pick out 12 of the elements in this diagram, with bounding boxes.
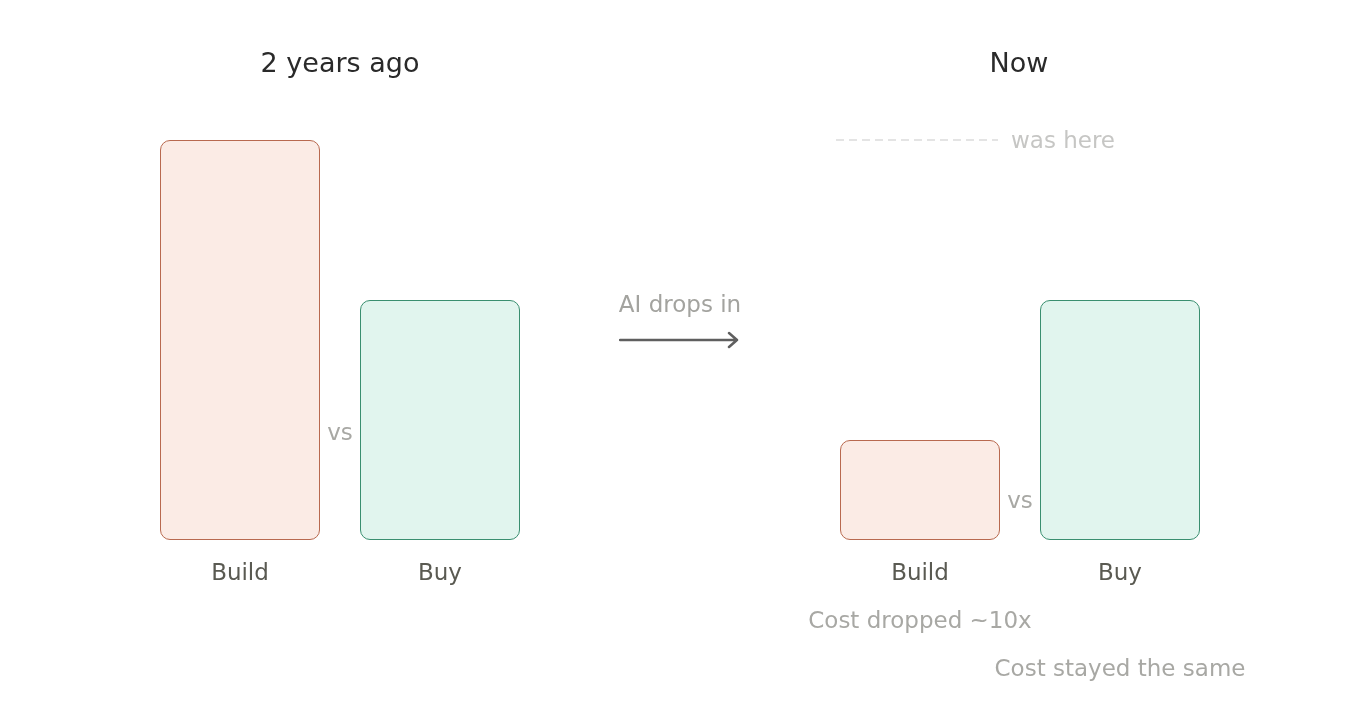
bar-label: Buy xyxy=(1098,560,1142,584)
arrow-label: AI drops in xyxy=(618,292,742,316)
panel-title: 2 years ago xyxy=(260,48,420,76)
bar-label: Build xyxy=(211,560,269,584)
vs-text: vs xyxy=(1007,488,1033,512)
bar-label: Build xyxy=(891,560,949,584)
bar-caption: Cost dropped ~10x xyxy=(808,608,1032,632)
bar-label: Buy xyxy=(418,560,462,584)
vs-text: vs xyxy=(327,420,353,444)
panel-title: Now xyxy=(989,48,1049,76)
cost-note: Cost stayed the same xyxy=(994,656,1246,680)
reference-label: was here xyxy=(1011,128,1115,152)
